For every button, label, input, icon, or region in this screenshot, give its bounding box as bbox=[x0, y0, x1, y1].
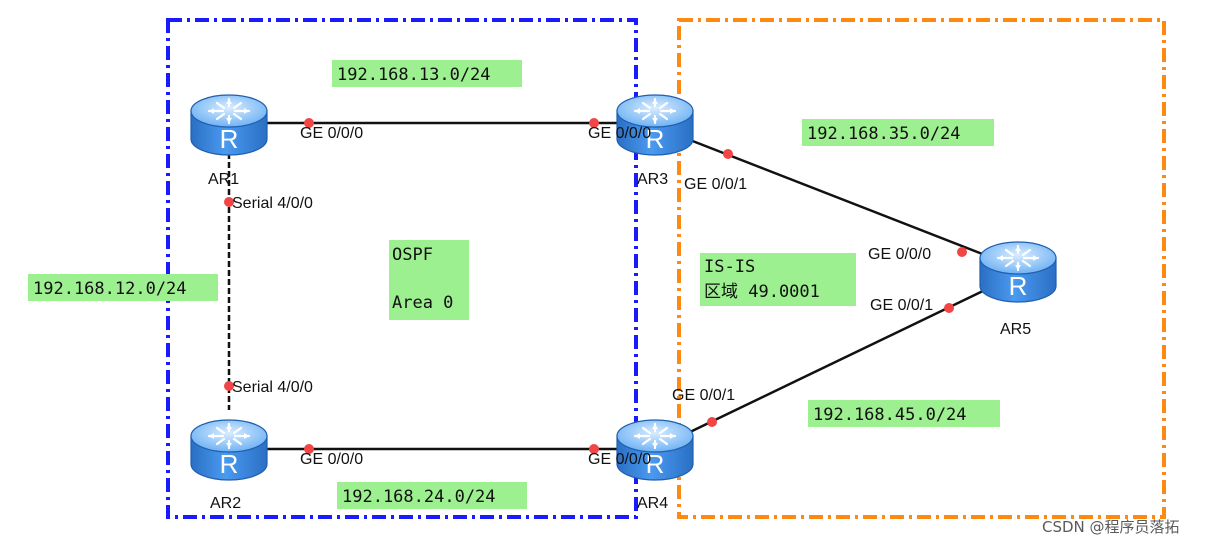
router-letter: R bbox=[220, 449, 239, 479]
interface-label-ar1-ge: GE 0/0/0 bbox=[300, 125, 363, 142]
interface-label-ar4-ge1: GE 0/0/1 bbox=[672, 387, 735, 404]
port-dot-ar2-serial bbox=[224, 381, 234, 391]
isis-area-title: IS-IS bbox=[704, 257, 755, 277]
router-letter: R bbox=[1009, 271, 1028, 301]
router-name-ar3: AR3 bbox=[637, 171, 668, 188]
router-name-ar1: AR1 bbox=[208, 171, 239, 188]
interface-label-ar2-serial: Serial 4/0/0 bbox=[232, 379, 313, 396]
port-dot-ar5-ge0 bbox=[957, 247, 967, 257]
router-ar3[interactable]: R bbox=[615, 93, 695, 157]
watermark: CSDN @程序员落拓 bbox=[1042, 518, 1180, 536]
port-dot-ar3-ge1 bbox=[723, 149, 733, 159]
subnet-label-bg bbox=[337, 482, 527, 509]
interface-label-ar3-ge1: GE 0/0/1 bbox=[684, 176, 747, 193]
isis-area-border bbox=[677, 18, 1166, 519]
isis-area-id: 区域 49.0001 bbox=[704, 282, 820, 302]
subnet-label-ar1-ar3: 192.168.13.0/24 bbox=[337, 65, 491, 85]
interface-label-ar3-ge0: GE 0/0/0 bbox=[588, 125, 651, 142]
router-name-ar4: AR4 bbox=[637, 495, 668, 512]
router-letter: R bbox=[646, 449, 665, 479]
subnet-label-bg bbox=[808, 400, 1000, 427]
port-dot-ar3-ge0 bbox=[589, 118, 599, 128]
subnet-label-bg bbox=[28, 274, 218, 301]
ospf-area-id: Area 0 bbox=[392, 293, 453, 313]
interface-label-ar5-ge0: GE 0/0/0 bbox=[868, 246, 931, 263]
router-letter: R bbox=[646, 124, 665, 154]
interface-label-ar5-ge1: GE 0/0/1 bbox=[870, 297, 933, 314]
subnet-label-ar3-ar5: 192.168.35.0/24 bbox=[807, 124, 961, 144]
ospf-area-label-bg bbox=[389, 240, 469, 320]
link-ar4-ar5 bbox=[689, 288, 986, 434]
router-ar4[interactable]: R bbox=[615, 418, 695, 482]
link-ar3-ar5 bbox=[689, 138, 986, 257]
subnet-label-ar2-ar4: 192.168.24.0/24 bbox=[342, 487, 496, 507]
ospf-area-border bbox=[166, 18, 638, 519]
subnet-label-bg bbox=[802, 119, 994, 146]
interface-label-ar2-ge: GE 0/0/0 bbox=[300, 451, 363, 468]
isis-area-label-bg bbox=[700, 253, 856, 306]
port-dot-ar1-ge bbox=[304, 118, 314, 128]
ospf-area-title: OSPF bbox=[392, 245, 433, 265]
port-dot-ar2-ge bbox=[304, 444, 314, 454]
port-dot-ar5-ge1 bbox=[944, 303, 954, 313]
router-ar2[interactable]: R bbox=[189, 418, 269, 482]
subnet-label-ar1-ar2: 192.168.12.0/24 bbox=[33, 279, 187, 299]
router-ar5[interactable]: R bbox=[978, 240, 1058, 304]
router-ar1[interactable]: R bbox=[189, 93, 269, 157]
subnet-label-bg bbox=[332, 60, 522, 87]
port-dot-ar1-serial bbox=[224, 197, 234, 207]
router-letter: R bbox=[220, 124, 239, 154]
port-dot-ar4-ge1 bbox=[707, 417, 717, 427]
router-name-ar2: AR2 bbox=[210, 495, 241, 512]
interface-label-ar1-serial: Serial 4/0/0 bbox=[232, 195, 313, 212]
interface-label-ar4-ge0: GE 0/0/0 bbox=[588, 451, 651, 468]
subnet-label-ar4-ar5: 192.168.45.0/24 bbox=[813, 405, 967, 425]
router-name-ar5: AR5 bbox=[1000, 321, 1031, 338]
port-dot-ar4-ge0 bbox=[589, 444, 599, 454]
